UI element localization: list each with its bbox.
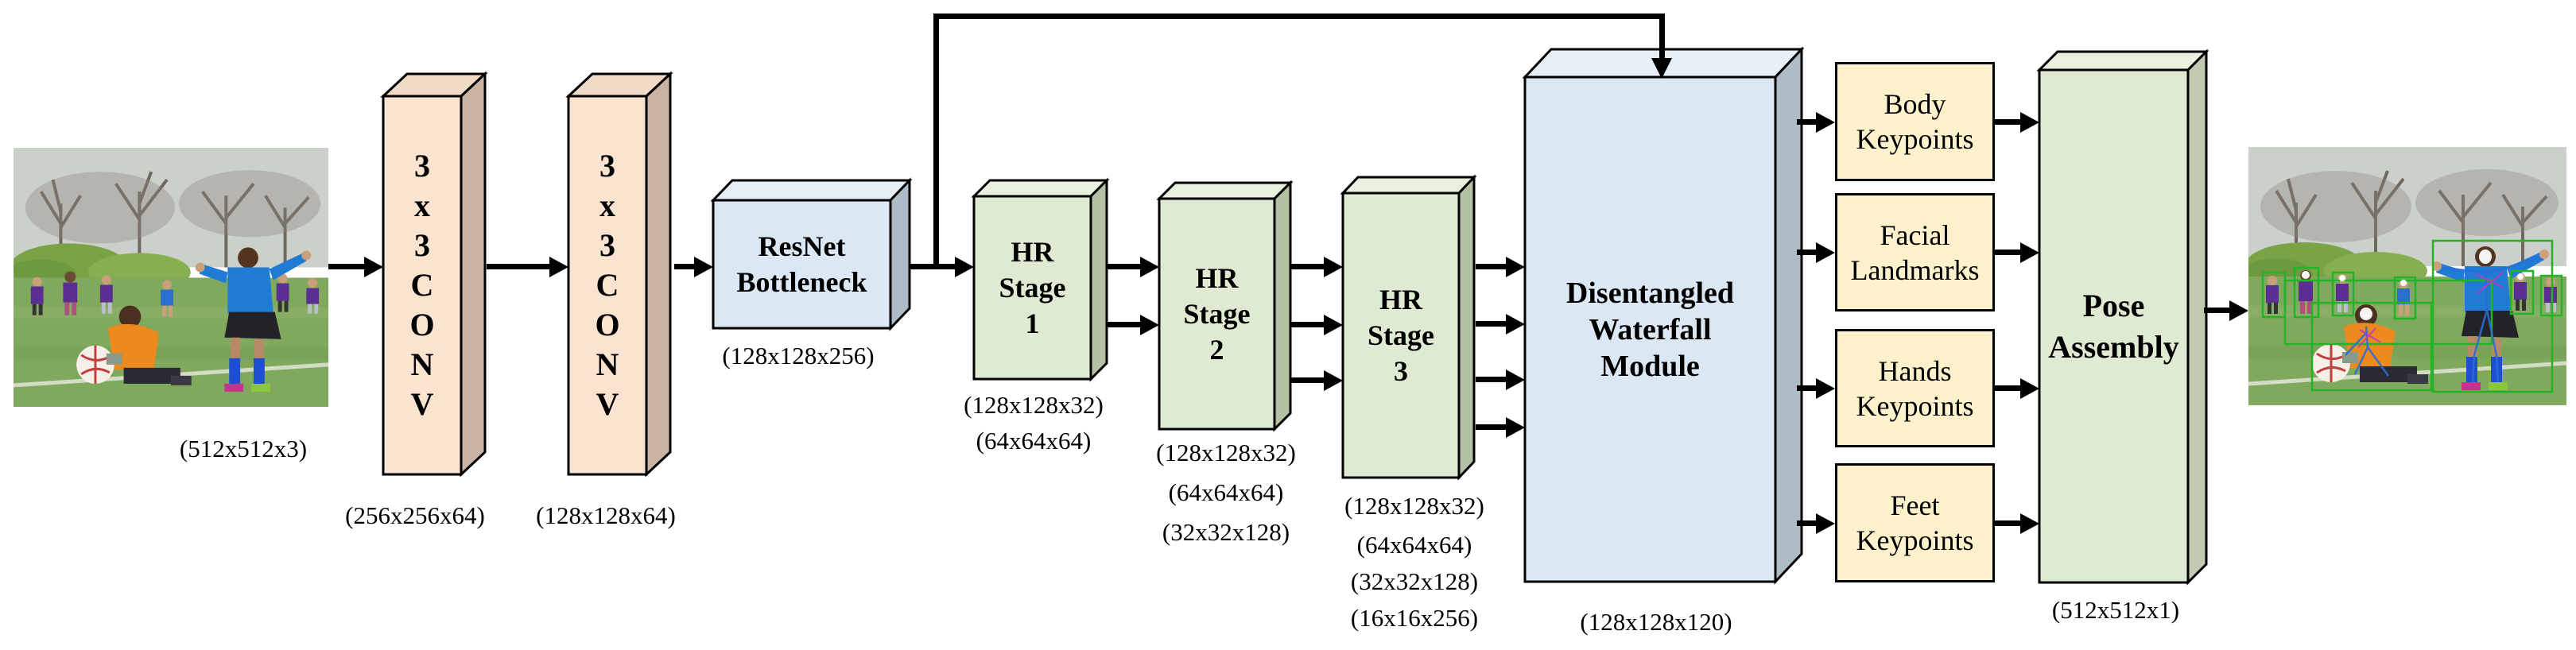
arrow-hr3-to-dwm-a	[1476, 264, 1506, 269]
hr3-dim-label-3: (16x16x256)	[1350, 604, 1479, 632]
conv2-text: 3 x 3 C O N V	[595, 148, 620, 422]
arrow-facial-to-pose	[1995, 250, 2020, 255]
arrow-hr1-to-hr2-a	[1107, 264, 1140, 269]
conv2-dim-label: (128x128x64)	[536, 501, 676, 529]
block-resnet-bottleneck: ResNet Bottleneck	[710, 177, 913, 331]
hr3-dim-label-1: (64x64x64)	[1356, 531, 1472, 559]
arrow-hr3-to-dwm-c	[1476, 377, 1506, 382]
arrow-hr2-to-hr3-b	[1290, 322, 1324, 327]
hr2-dim-label-1: (64x64x64)	[1168, 478, 1284, 506]
arrow-dwm-to-feet	[1797, 520, 1816, 526]
conv1-dim-label: (256x256x64)	[345, 501, 485, 529]
hr3-dim-label-0: (128x128x32)	[1344, 492, 1484, 520]
block-conv2: 3 x 3 C O N V	[565, 71, 673, 497]
pose-assembly-dim-label: (512x512x1)	[2051, 596, 2180, 624]
output-image	[2248, 147, 2566, 405]
block-hr-stage-2: HR Stage 2	[1156, 180, 1294, 432]
hr1-dim-label-1: (64x64x64)	[976, 427, 1092, 455]
arrow-dwm-to-body	[1797, 119, 1816, 125]
arrow-feet-to-pose	[1995, 520, 2020, 526]
arrow-dwm-to-facial	[1797, 250, 1816, 255]
block-pose-assembly: Pose Assembly	[2036, 48, 2209, 586]
hr1-dim-label-0: (128x128x32)	[964, 391, 1104, 419]
arrow-body-to-pose	[1995, 119, 2020, 125]
conv1-text: 3 x 3 C O N V	[409, 148, 435, 422]
resnet-text: ResNet Bottleneck	[736, 230, 867, 298]
arrow-hr3-to-dwm-d	[1476, 424, 1506, 430]
arrow-resnet-to-hr1	[909, 264, 955, 269]
hr-stage-2-text: HR Stage 2	[1183, 261, 1251, 366]
head-box-facial-landmarks: Facial Landmarks	[1835, 193, 1995, 311]
block-hr-stage-1: HR Stage 1	[971, 177, 1110, 382]
arrow-conv1-to-conv2	[487, 264, 549, 269]
hr2-dim-label-0: (128x128x32)	[1156, 439, 1296, 466]
arrow-conv2-to-resnet	[674, 264, 694, 269]
head-box-body-keypoints: Body Keypoints	[1835, 62, 1995, 181]
arrow-hr2-to-hr3-c	[1290, 377, 1324, 383]
skip-connection-arrowhead-icon	[1651, 58, 1672, 79]
block-waterfall-module: Disentangled Waterfall Module	[1522, 46, 1805, 585]
resnet-dim-label: (128x128x256)	[722, 342, 875, 369]
arrow-input-to-conv1	[328, 264, 364, 269]
hr-stage-1-text: HR Stage 1	[999, 235, 1066, 339]
arrow-pose-to-output	[2204, 308, 2229, 313]
waterfall-dim-label: (128x128x120)	[1580, 608, 1732, 636]
arrow-dwm-to-hands	[1797, 385, 1816, 391]
waterfall-text: Disentangled Waterfall Module	[1565, 276, 1735, 383]
block-conv1: 3 x 3 C O N V	[380, 71, 488, 497]
hr3-dim-label-2: (32x32x128)	[1350, 567, 1479, 595]
hr-stage-3-text: HR Stage 3	[1368, 283, 1434, 387]
input-dim-label: (512x512x3)	[179, 435, 308, 462]
skip-connection-down-line	[1659, 14, 1665, 58]
input-image	[14, 148, 328, 407]
arrow-hands-to-pose	[1995, 385, 2020, 391]
arrow-hr2-to-hr3-a	[1290, 264, 1324, 269]
head-box-feet-keypoints: Feet Keypoints	[1835, 463, 1995, 582]
pose-assembly-text: Pose Assembly	[2048, 287, 2179, 365]
arrow-hr3-to-dwm-b	[1476, 321, 1506, 327]
arrow-hr1-to-hr2-b	[1107, 322, 1140, 327]
hr2-dim-label-2: (32x32x128)	[1162, 518, 1290, 546]
block-hr-stage-3: HR Stage 3	[1340, 174, 1477, 481]
skip-connection-top-line	[933, 14, 1665, 19]
head-box-hands-keypoints: Hands Keypoints	[1835, 329, 1995, 447]
skip-connection-up-line	[933, 16, 939, 267]
